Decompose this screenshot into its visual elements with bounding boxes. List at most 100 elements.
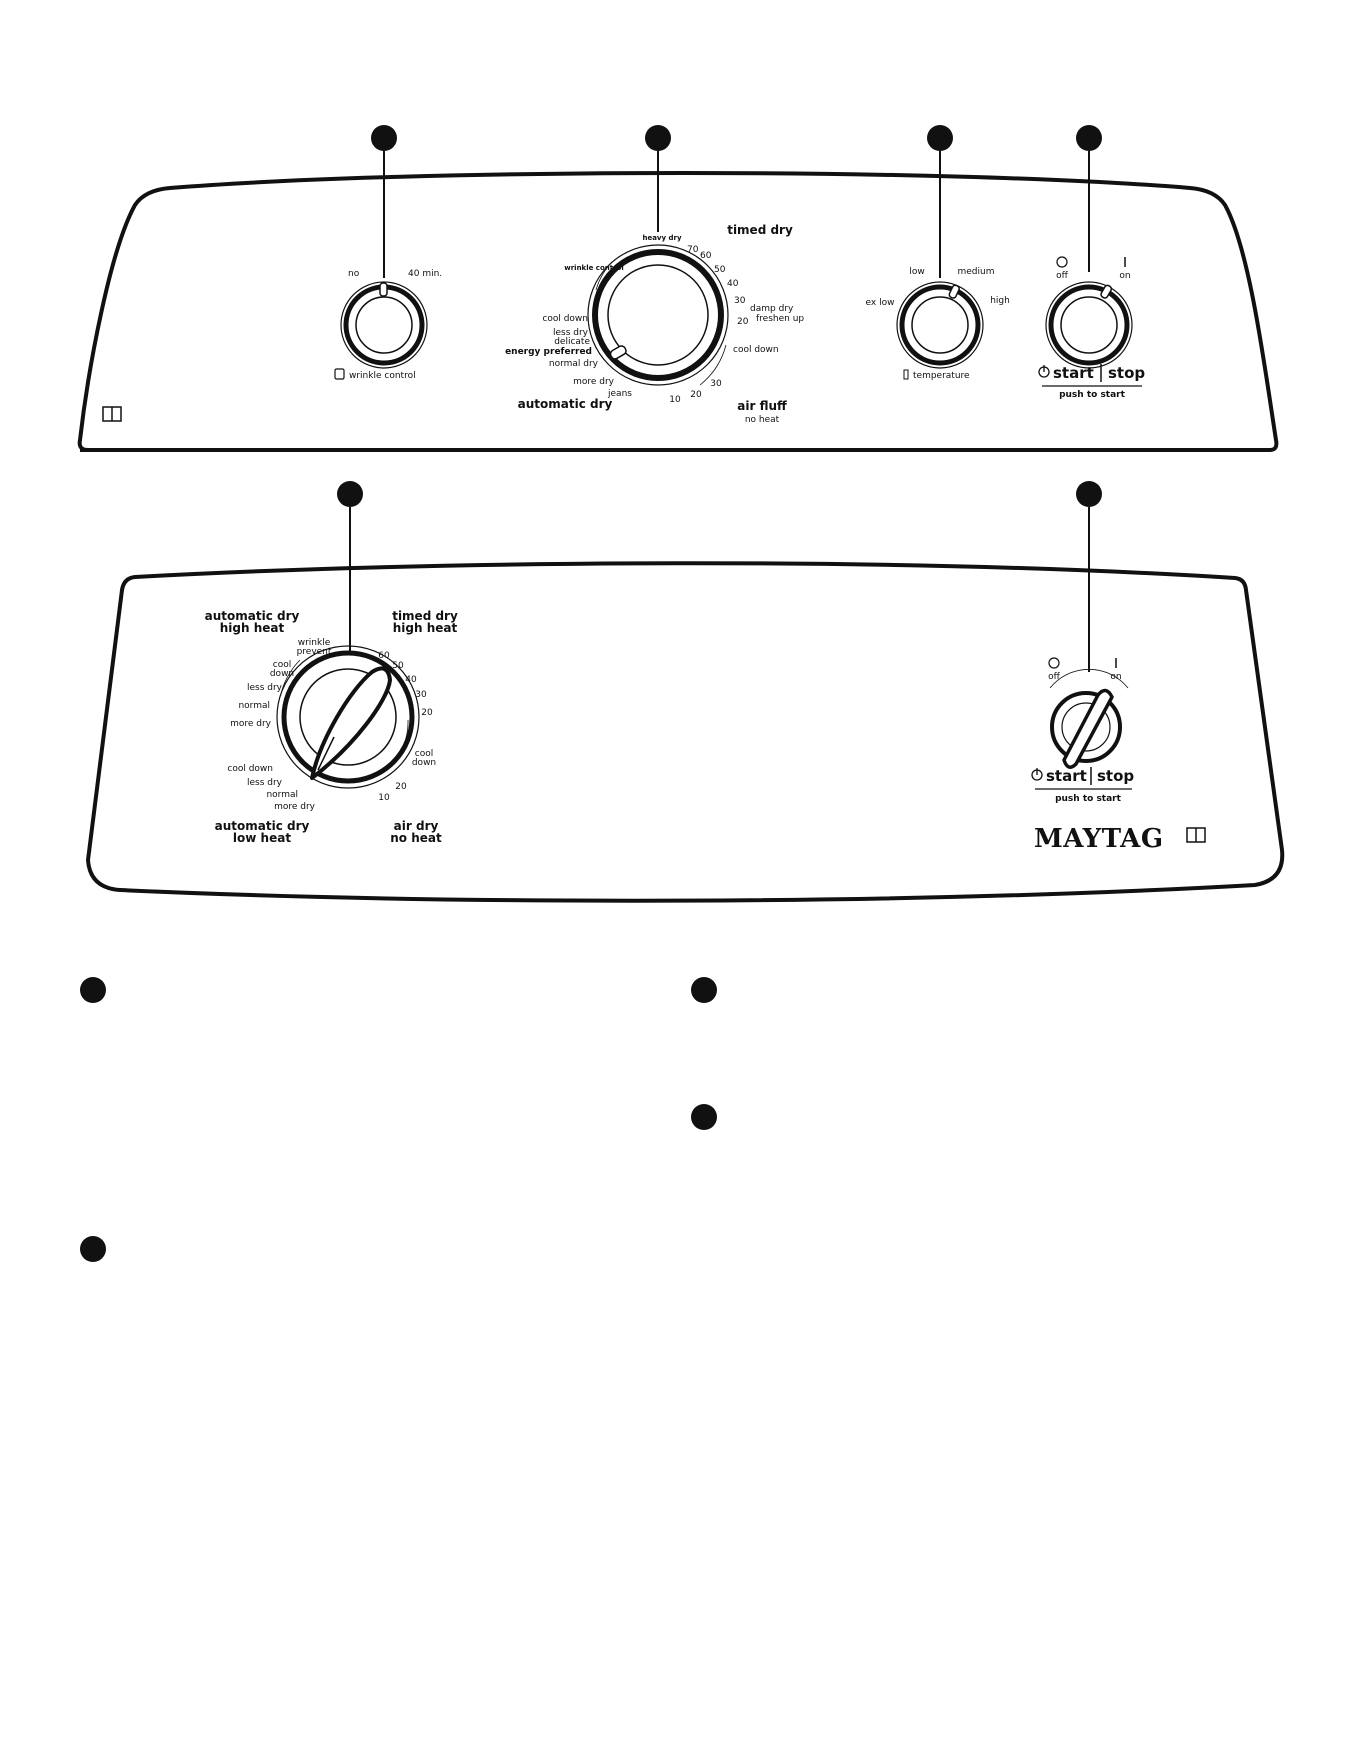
callout-markers-bottom	[337, 481, 1102, 672]
bottom-console-outline	[85, 561, 1285, 903]
air-fluff-label: air fluff	[737, 399, 787, 413]
auto-high-heat-line2: high heat	[220, 621, 285, 635]
legend-dot	[80, 1236, 106, 1262]
temp-high-label: high	[990, 296, 1010, 306]
timed-high-heat-line1: timed dry	[392, 609, 458, 623]
jeans-label: jeans	[607, 389, 632, 399]
bottom-airdry-20: 20	[395, 782, 407, 792]
auto-high-heat-line1: automatic dry	[205, 609, 300, 623]
damp-dry-label: damp dry	[750, 304, 794, 314]
timed-50: 50	[714, 265, 726, 275]
timed-dry-label: timed dry	[727, 223, 793, 237]
normal-high-label: normal	[238, 701, 270, 711]
start-stop-knob[interactable]	[1045, 281, 1133, 369]
thermometer-icon	[903, 369, 909, 380]
timed-70: 70	[687, 245, 699, 255]
legend-dot	[80, 977, 106, 1003]
off-circle-icon	[1056, 256, 1068, 268]
callout-dot	[1076, 481, 1102, 507]
manual-book-icon	[102, 406, 122, 422]
timed-20: 20	[737, 317, 749, 327]
bottom-cycle-selector-knob[interactable]	[276, 645, 420, 789]
timed-30: 30	[734, 296, 746, 306]
power-off-label: off	[1056, 271, 1069, 281]
legend-dot	[691, 1104, 717, 1130]
bottom-power-on-label: on	[1110, 672, 1121, 682]
wrinkle-prevent-line1: wrinkle	[298, 638, 331, 648]
air-dry-line1: air dry	[394, 819, 439, 833]
more-dry-label: more dry	[573, 377, 615, 387]
normal-dry-label: normal dry	[549, 359, 599, 369]
power-on-label: on	[1119, 271, 1130, 281]
energy-preferred-label: energy preferred	[505, 347, 592, 357]
more-dry-high-label: more dry	[230, 719, 272, 729]
callout-dot	[645, 125, 671, 151]
timed-60: 60	[700, 251, 712, 261]
bottom-airdry-10: 10	[378, 793, 390, 803]
maytag-logo: MAYTAG	[1034, 824, 1164, 854]
less-dry-high-label: less dry	[247, 683, 283, 693]
bottom-timed-50: 50	[392, 661, 404, 671]
airfluff-10: 10	[669, 395, 681, 405]
cool-down-line2: down	[270, 669, 294, 679]
stop-label: stop	[1108, 364, 1145, 382]
temp-medium-label: medium	[958, 267, 995, 277]
temp-low-label: low	[909, 267, 924, 277]
wrinkle-control-knob[interactable]	[340, 281, 428, 369]
airfluff-30: 30	[710, 379, 722, 389]
wrinkle-control-label: wrinkle control	[349, 371, 416, 381]
temperature-knob[interactable]	[896, 281, 984, 369]
bottom-off-circle-icon	[1048, 657, 1060, 669]
auto-low-heat-line2: low heat	[233, 831, 291, 845]
airfluff-20: 20	[690, 390, 702, 400]
less-dry-low-label: less dry	[247, 778, 283, 788]
cool-right-line2: down	[412, 758, 436, 768]
wrinkle-control-cycle-label: wrinkle control	[564, 264, 624, 272]
cool-down-line1: cool	[273, 660, 291, 670]
normal-low-label: normal	[266, 790, 298, 800]
delicate-label: delicate	[554, 337, 590, 347]
legend-dot	[691, 977, 717, 1003]
top-console-outline	[77, 171, 1279, 452]
bottom-manual-book-icon	[1186, 827, 1206, 843]
legend-markers	[80, 977, 717, 1262]
wrinkle-prevent-line2: prevent	[297, 647, 332, 657]
bottom-start-label: start	[1046, 767, 1087, 785]
cool-down-low-label: cool down	[227, 764, 273, 774]
auto-low-heat-line1: automatic dry	[215, 819, 310, 833]
automatic-dry-label: automatic dry	[518, 397, 613, 411]
bottom-timed-40: 40	[405, 675, 417, 685]
cool-right-line1: cool	[415, 749, 433, 759]
bottom-power-icon	[1031, 768, 1043, 781]
push-to-start-label: push to start	[1059, 390, 1126, 400]
bottom-timed-60: 60	[378, 651, 390, 661]
bottom-start-stop-knob[interactable]	[1049, 668, 1129, 769]
callout-dot	[337, 481, 363, 507]
bottom-push-to-start-label: push to start	[1055, 794, 1122, 804]
callout-dot	[1076, 125, 1102, 151]
freshen-up-label: freshen up	[756, 314, 804, 324]
more-dry-low-label: more dry	[274, 802, 316, 812]
timed-high-heat-line2: high heat	[393, 621, 458, 635]
bottom-timed-30: 30	[415, 690, 427, 700]
callout-dot	[371, 125, 397, 151]
temperature-label: temperature	[913, 371, 970, 381]
bottom-stop-label: stop	[1097, 767, 1134, 785]
start-label: start	[1053, 364, 1094, 382]
shirt-icon	[334, 368, 345, 380]
heavy-dry-label: heavy dry	[642, 234, 681, 242]
callout-dot	[927, 125, 953, 151]
bottom-power-off-label: off	[1048, 672, 1061, 682]
air-dry-line2: no heat	[390, 831, 442, 845]
cool-down-left-label: cool down	[542, 314, 588, 324]
timed-40: 40	[727, 279, 739, 289]
temp-ex-low-label: ex low	[866, 298, 895, 308]
power-icon	[1038, 365, 1050, 378]
wrinkle-no-label: no	[348, 269, 360, 279]
callout-markers-top	[371, 125, 1102, 278]
wrinkle-40min-label: 40 min.	[408, 269, 442, 279]
cycle-selector-knob[interactable]	[587, 244, 729, 386]
cool-down-right-label: cool down	[733, 345, 779, 355]
no-heat-label: no heat	[745, 415, 780, 425]
